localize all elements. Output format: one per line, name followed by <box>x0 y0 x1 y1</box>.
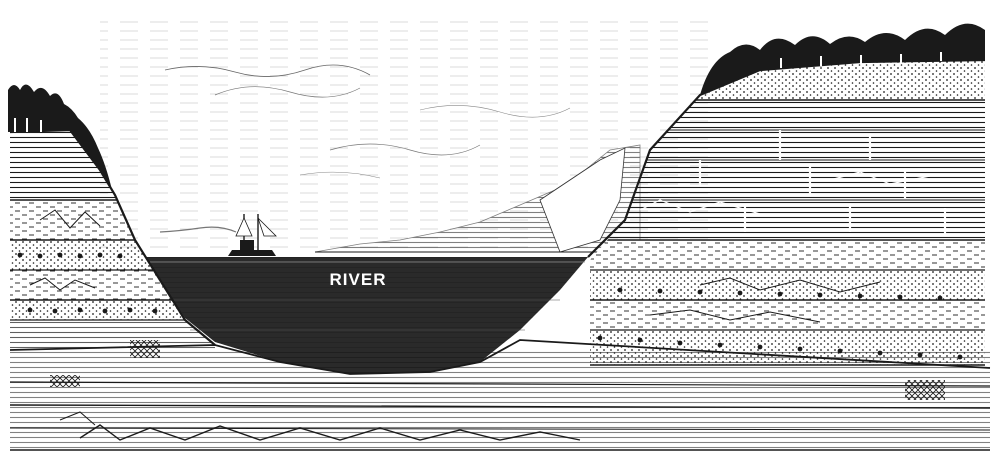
river-label: RIVER <box>330 270 387 289</box>
